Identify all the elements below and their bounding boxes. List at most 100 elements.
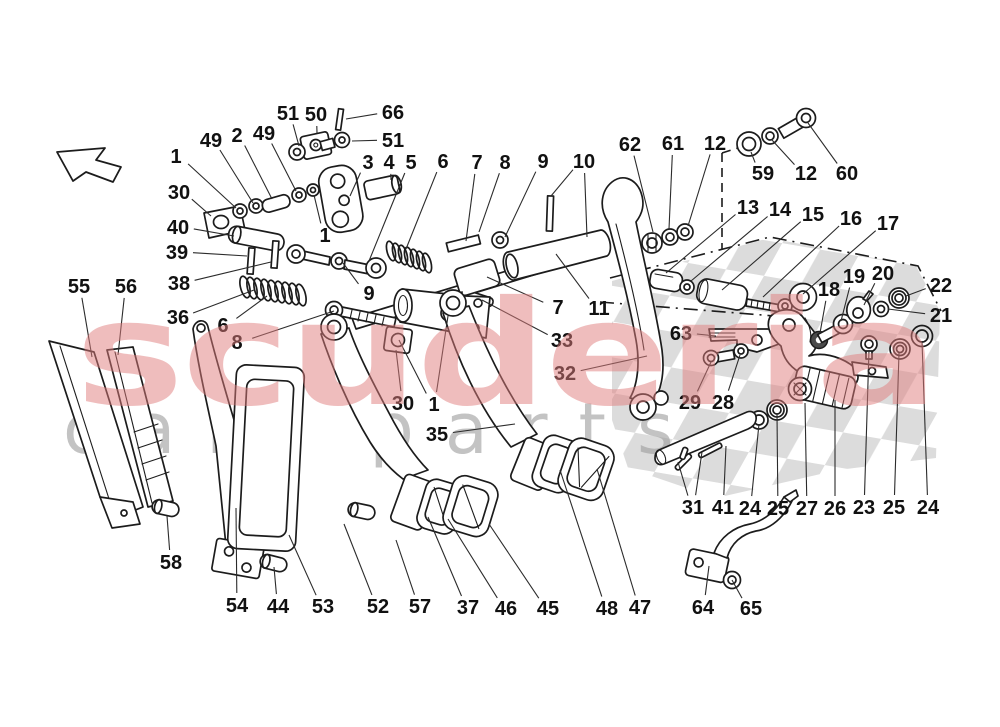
leader-line-10	[550, 169, 574, 197]
part-label-9: 9	[537, 151, 548, 173]
bolt-part60	[777, 107, 817, 140]
leader-line-31	[695, 451, 703, 496]
leader-line-3	[349, 172, 362, 197]
part-label-6: 6	[437, 151, 448, 173]
leader-line-61	[668, 154, 673, 230]
rod-part40	[227, 225, 285, 252]
part-label-26: 26	[824, 498, 846, 520]
part-label-20: 20	[872, 263, 894, 285]
linkage-row	[648, 268, 818, 314]
part-label-36: 36	[167, 307, 189, 329]
leader-line-29	[696, 361, 712, 392]
leader-line-25	[893, 352, 900, 496]
part-label-5: 5	[405, 152, 416, 174]
part-label-12: 12	[795, 163, 817, 185]
leader-line-8	[252, 310, 335, 339]
part-label-44: 44	[267, 596, 290, 618]
spring-part36	[239, 275, 307, 307]
part-label-58: 58	[160, 552, 182, 574]
part-label-28: 28	[712, 392, 734, 414]
leader-line-47	[596, 468, 636, 596]
leader-line-44	[273, 566, 277, 595]
part-label-8: 8	[231, 332, 242, 354]
leader-line-62	[633, 155, 654, 233]
leader-line-38	[194, 261, 272, 281]
part-label-7: 7	[552, 297, 563, 319]
leader-line-6	[236, 295, 268, 319]
leader-line-52	[343, 523, 373, 596]
part-label-8: 8	[499, 152, 510, 174]
leader-line-1	[435, 315, 449, 393]
leader-line-24	[921, 340, 928, 496]
part-label-16: 16	[840, 208, 862, 230]
spring-part6	[385, 240, 433, 274]
eye-bolt-row	[286, 244, 387, 279]
ribbed-spacer-part26	[787, 365, 857, 410]
leader-line-14	[690, 216, 768, 282]
pivot-tube-part31	[654, 410, 757, 466]
plate-part55	[48, 340, 144, 529]
bushing-part59	[736, 131, 762, 157]
balance-bar-part3	[317, 164, 364, 234]
leader-line-51	[292, 124, 300, 147]
part-label-24: 24	[739, 498, 762, 520]
part-label-46: 46	[495, 598, 517, 620]
pins-part41	[674, 442, 723, 471]
leader-line-30	[191, 198, 212, 217]
leader-line-12	[771, 139, 795, 165]
leader-line-57	[395, 539, 416, 595]
part-label-25: 25	[767, 498, 789, 520]
washer-part12	[761, 127, 779, 145]
part-label-33: 33	[551, 330, 573, 352]
part-label-24: 24	[917, 497, 940, 519]
leader-line-59	[750, 151, 756, 163]
leader-line-22	[905, 288, 926, 297]
leader-line-35	[452, 423, 516, 434]
part-label-57: 57	[409, 596, 431, 618]
nut-part9-top	[491, 231, 509, 249]
part-label-30: 30	[392, 393, 414, 415]
leader-line-39	[192, 252, 248, 257]
leader-line-7	[486, 276, 544, 303]
pedal-pad-part45	[442, 474, 499, 538]
part-label-1: 1	[428, 394, 439, 416]
leader-line-63	[696, 333, 717, 337]
leader-line-8	[478, 173, 500, 233]
leader-line-32	[580, 355, 648, 372]
part-label-10: 10	[573, 151, 595, 173]
part-label-7: 7	[471, 152, 482, 174]
leader-line-58	[166, 515, 171, 551]
part-label-40: 40	[167, 217, 189, 239]
leader-line-49	[219, 149, 254, 204]
part-label-49: 49	[200, 130, 222, 152]
leader-line-15	[721, 221, 802, 291]
leader-line-24	[751, 423, 760, 497]
part-label-14: 14	[769, 199, 792, 221]
part-label-62: 62	[619, 134, 641, 156]
leader-line-49	[271, 143, 297, 192]
part-label-52: 52	[367, 596, 389, 618]
leader-line-20	[863, 283, 876, 306]
leader-line-41	[723, 445, 727, 496]
part-label-65: 65	[740, 598, 762, 620]
part-label-37: 37	[457, 597, 479, 619]
leader-line-64	[704, 565, 710, 596]
part-label-41: 41	[712, 497, 734, 519]
leader-line-9	[504, 171, 537, 238]
part-label-60: 60	[836, 163, 858, 185]
part-label-6: 6	[217, 315, 228, 337]
part-label-50: 50	[305, 104, 327, 126]
leader-line-12	[687, 154, 711, 227]
part-label-51: 51	[382, 130, 404, 152]
leader-line-27	[804, 402, 808, 497]
pin-part66	[334, 107, 345, 132]
leader-line-40	[193, 228, 235, 237]
nut-part28	[733, 343, 749, 359]
leader-line-5	[368, 172, 406, 262]
part-label-9: 9	[363, 283, 374, 305]
part-label-12: 12	[704, 133, 726, 155]
part-label-54: 54	[226, 595, 249, 617]
washer-part51-left	[288, 143, 306, 161]
part-label-13: 13	[737, 197, 759, 219]
